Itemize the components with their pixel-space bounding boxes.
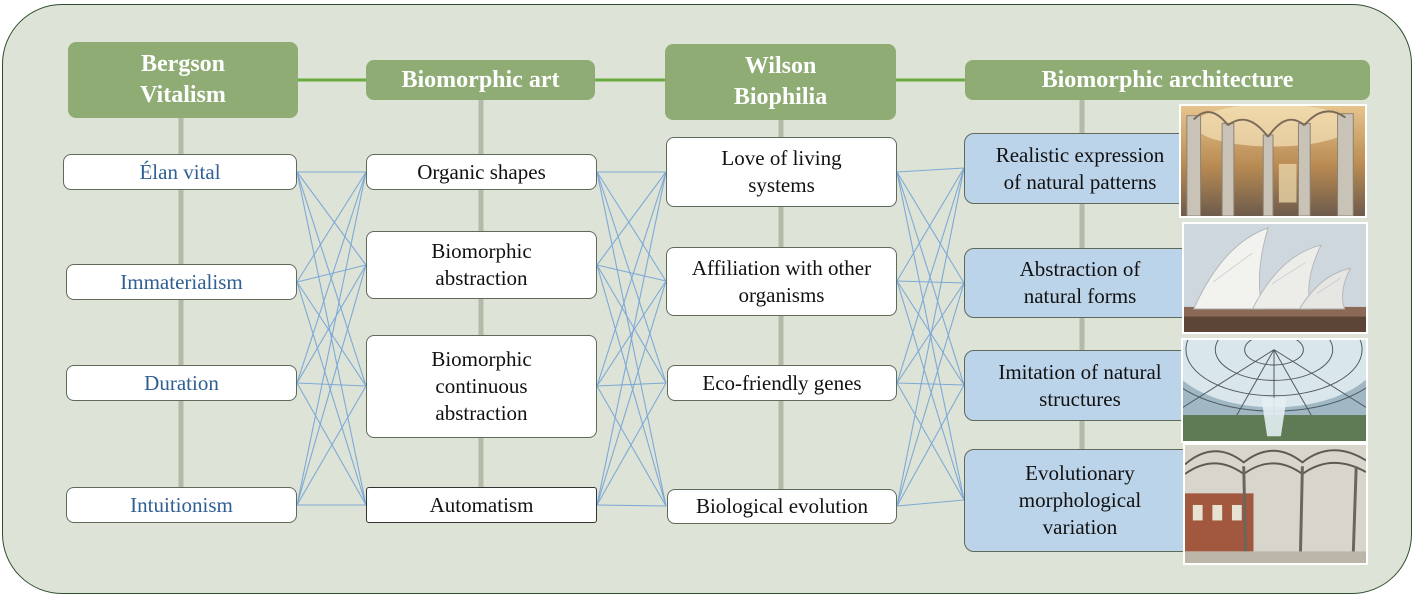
art-item-biomorphic-continuous-abstraction: Biomorphic continuous abstraction [366,335,597,438]
link-wilson-architecture-3-2 [896,384,965,507]
link-wilson-architecture-0-0 [896,167,965,173]
link-wilson-architecture-1-0 [896,167,965,282]
link-art-wilson-3-0 [596,171,667,506]
link-wilson-architecture-3-3 [896,499,965,507]
architecture-item-abstraction-of-natural-forms: Abstraction of natural forms [964,248,1196,318]
link-bergson-art-1-1 [296,264,367,283]
link-art-wilson-3-1 [596,280,667,506]
link-bergson-art-1-0 [296,171,367,283]
wilson-item-eco-friendly-genes: Eco-friendly genes [667,365,897,401]
link-bergson-art-3-2 [296,385,367,506]
glass-dome-canopy-photo [1181,338,1368,443]
link-art-wilson-3-2 [596,382,667,506]
link-wilson-architecture-2-3 [896,382,965,501]
link-bergson-art-1-3 [296,281,367,506]
link-wilson-architecture-0-2 [896,171,965,386]
bergson-item-immaterialism: Immaterialism [66,264,297,300]
header-biomorphic-architecture: Biomorphic architecture [965,60,1370,100]
link-art-wilson-2-3 [596,385,667,507]
bergson-item-elan-vital: Élan vital [63,154,297,190]
link-bergson-art-3-1 [296,264,367,506]
link-bergson-art-2-3 [296,382,367,506]
art-item-organic-shapes: Organic shapes [366,154,597,190]
link-art-wilson-1-0 [596,171,667,266]
wilson-item-love-of-living-systems: Love of living systems [666,137,897,207]
link-wilson-architecture-2-1 [896,282,965,384]
link-art-wilson-0-1 [596,171,667,282]
architecture-item-realistic-expression: Realistic expression of natural patterns [964,133,1196,204]
link-bergson-art-1-2 [296,281,367,387]
architecture-item-evolutionary-morphological-variation: Evolutionary morphological variation [964,449,1196,552]
link-wilson-architecture-2-2 [896,382,965,386]
tree-like-columns-photo [1183,443,1368,565]
bergson-item-intuitionism: Intuitionism [66,487,297,523]
wilson-item-biological-evolution: Biological evolution [667,489,897,524]
link-art-wilson-2-2 [596,382,667,387]
header-bergson-vitalism: Bergson Vitalism [68,42,298,118]
link-wilson-architecture-3-1 [896,282,965,507]
opera-house-shells-photo [1182,222,1368,334]
link-art-wilson-2-0 [596,171,667,387]
art-item-automatism: Automatism [366,487,597,523]
link-wilson-architecture-2-0 [896,167,965,384]
link-wilson-architecture-1-1 [896,280,965,284]
link-art-wilson-1-1 [596,264,667,282]
link-wilson-architecture-3-0 [896,167,965,507]
bergson-item-duration: Duration [66,365,297,401]
link-art-wilson-1-2 [596,264,667,384]
link-art-wilson-3-3 [596,504,667,507]
cathedral-interior-photo [1179,104,1367,218]
link-art-wilson-1-3 [596,264,667,507]
architecture-item-imitation-of-natural-structures: Imitation of natural structures [964,350,1196,421]
header-biomorphic-art: Biomorphic art [366,60,595,100]
link-bergson-art-3-0 [296,171,367,506]
link-bergson-art-2-1 [296,264,367,384]
wilson-item-affiliation-with-other-organisms: Affiliation with other organisms [666,247,897,316]
link-wilson-architecture-1-3 [896,280,965,501]
link-wilson-architecture-0-1 [896,171,965,284]
header-wilson-biophilia: Wilson Biophilia [665,44,896,120]
link-art-wilson-2-1 [596,280,667,387]
link-bergson-art-0-1 [296,171,367,266]
link-bergson-art-2-0 [296,171,367,384]
art-item-biomorphic-abstraction: Biomorphic abstraction [366,231,597,299]
